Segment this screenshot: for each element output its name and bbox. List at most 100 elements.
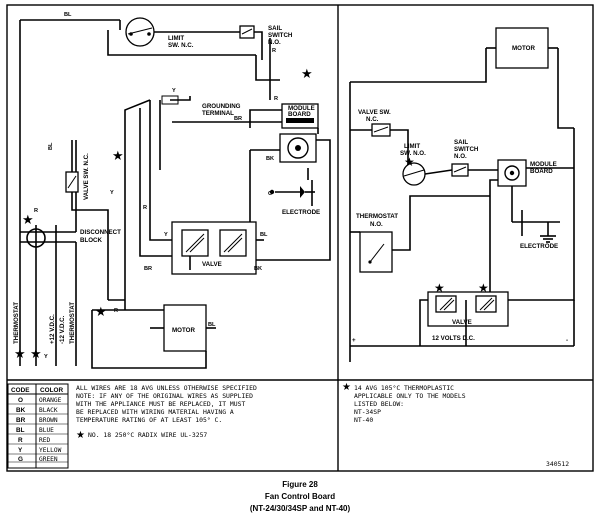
legend-color: BLUE [39,427,54,434]
vdc-plus-label: +12 V.D.C. [49,314,56,344]
module-board-right-label-2: BOARD [530,168,553,175]
legend-header-code: CODE [11,387,30,394]
wire-tag-br1: BR [234,116,242,122]
right-labels: MOTOR VALVE SW. N.C. LIMIT SW. N.O. SAIL… [352,45,568,344]
outer-frame [6,4,594,472]
legend-code: O [18,397,23,404]
supply-plus: + [352,337,356,344]
star-marker: ★ [434,281,445,295]
legend-code: BK [16,407,26,414]
note-line: WITH THE APPLIANCE MUST BE REPLACED, IT … [76,400,245,408]
valve-switch-right-label-1: VALVE SW. [358,109,391,116]
thermostat-right-label-2: N.O. [370,221,383,228]
wire-tag-r3: R [143,205,147,211]
left-wiring: ★ ★ ★ ★ ★ ★ [14,17,331,369]
wire-tag-r1: R [272,48,276,54]
wire-tag-y1: Y [172,88,176,94]
model-notes: ★ 14 AVG 105°C THERMOPLASTIC APPLICABLE … [342,382,569,468]
wire-tag-y3: Y [164,232,168,238]
star-marker: ★ [30,347,42,362]
thermostat-right [359,231,393,273]
wire-tag-br2: BR [144,266,152,272]
wire-tag-bl3: BL [208,322,216,328]
color-code-table: CODE COLOR O ORANGE BK BLACK BR BROWN BL… [7,383,69,469]
star-marker: ★ [342,382,351,393]
motor-right [495,27,549,69]
limit-switch-left [125,17,155,47]
limit-switch-left-label-2: SW. N.C. [168,42,194,49]
legend-color: ORANGE [39,397,62,404]
star-marker: ★ [22,213,34,228]
wiring-notes: ALL WIRES ARE 18 AVG UNLESS OTHERWISE SP… [76,384,257,441]
legend-color: YELLOW [39,447,62,454]
wire-tag-o: O [268,191,273,197]
note-line: ALL WIRES ARE 18 AVG UNLESS OTHERWISE SP… [76,384,257,392]
legend-code: Y [18,447,23,454]
sail-switch-right-label-1: SAIL [454,139,468,146]
electrode-left-label: ELECTRODE [282,209,320,216]
left-labels: LIMIT SW. N.C. SAIL SWITCH N.O. GROUNDIN… [13,12,320,360]
valve-right-label: VALVE [452,319,472,326]
disconnect-block-label-2: BLOCK [80,237,103,244]
model-note-line: APPLICABLE ONLY TO THE MODELS [354,392,466,400]
star-marker: ★ [112,149,124,164]
wire-tag-bk1: BK [266,156,274,162]
sail-switch-left-label-2: SWITCH [268,32,293,39]
grounding-terminal-label-1: GROUNDING [202,103,241,110]
legend-color: BROWN [39,417,58,424]
star-marker: ★ [76,430,85,441]
legend-color: BLACK [39,407,58,414]
note-line: NOTE: IF ANY OF THE ORIGINAL WIRES AS SU… [76,392,253,400]
wire-tag-r4: R [114,308,118,314]
wire-tag-r2: R [274,96,278,102]
module-board-left-label-1: MODULE [288,105,315,112]
figure-title: Fan Control Board [264,492,336,501]
valve-switch-left-label: VALVE SW. N.C. [83,153,90,200]
electrode-right-label: ELECTRODE [520,243,558,250]
valve-switch-right-label-2: N.C. [366,116,379,123]
note-line: BE REPLACED WITH WIRING MATERIAL HAVING … [76,408,234,416]
supply-minus: - [566,337,568,344]
vdc-minus-label: -12 V.D.C. [59,315,66,344]
motor-left-label: MOTOR [172,327,195,334]
module-board-right-label-1: MODULE [530,161,557,168]
valve-left-label: VALVE [202,261,222,268]
legend-color: GREEN [39,456,58,463]
model-note-line: 14 AVG 105°C THERMOPLASTIC [354,384,454,392]
wire-tag-bl2: BL [260,232,268,238]
motor-right-label: MOTOR [512,45,535,52]
legend-header-color: COLOR [40,387,63,394]
sail-switch-left-label-1: SAIL [268,25,282,32]
module-board-left [281,103,319,129]
sail-switch-right-label-3: N.O. [454,153,467,160]
wire-tag-r-term: R [34,208,38,214]
model-note-line: LISTED BELOW: [354,400,404,408]
wire-tag-bl-top: BL [64,12,72,18]
limit-switch-right-label-2: SW. N.O. [400,150,426,157]
part-number: 340512 [546,460,569,468]
wire-tag-bl-left: BL [48,142,54,150]
figure-models: (NT-24/30/34SP and NT-40) [249,504,351,513]
sail-switch-left-label-3: N.O. [268,39,281,46]
right-wiring: ★ ★ ★ [349,27,575,362]
thermostat-right-label: THERMOSTAT [69,302,76,344]
star-marker: ★ [478,281,489,295]
sail-switch-right-label-2: SWITCH [454,146,479,153]
legend-code: G [18,456,23,463]
wire-tag-y2: Y [110,190,114,196]
wire-tag-y-term: Y [44,354,48,360]
legend-color: RED [39,437,50,444]
wire-tag-bk2: BK [254,266,262,272]
limit-switch-right-label-1: LIMIT [404,143,420,150]
module-board-left-label-2: BOARD [288,111,311,118]
star-marker: ★ [14,347,26,362]
disconnect-block-label-1: DISCONNECT [80,229,121,236]
limit-switch-left-label-1: LIMIT [168,35,184,42]
motor-left [163,304,207,352]
note-star-text: NO. 18 250°C RADIX WIRE UL-3257 [88,431,207,439]
supply-label: 12 VOLTS D.C. [432,335,475,342]
note-line: TEMPERATURE RATING OF AT LEAST 105° C. [76,416,222,424]
thermostat-left-label: THERMOSTAT [13,302,20,344]
star-marker: ★ [404,155,415,169]
